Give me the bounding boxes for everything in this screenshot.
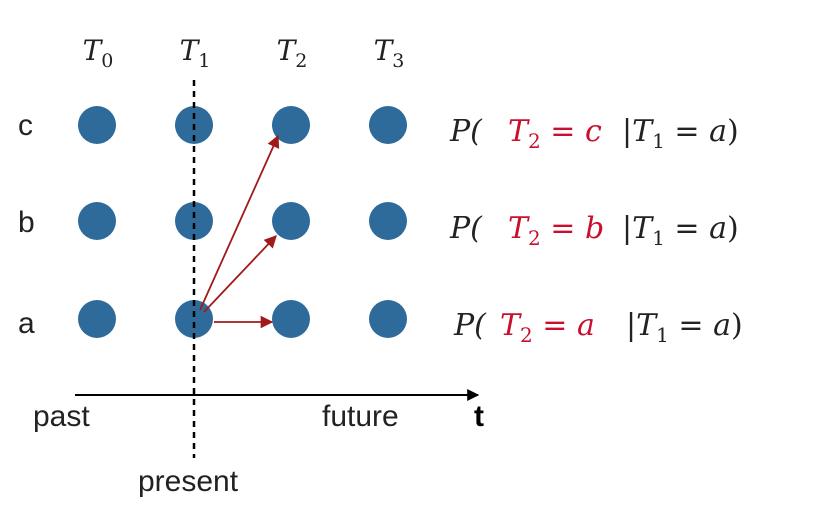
time-step-label-2: T2 bbox=[277, 34, 308, 72]
node-t2-c bbox=[272, 106, 310, 144]
present-label: present bbox=[138, 465, 239, 498]
arrow-a-to-c bbox=[199, 134, 280, 311]
probability-open-a: P( bbox=[453, 308, 487, 343]
node-t0-b bbox=[78, 202, 116, 240]
probability-target-b: T2 = b bbox=[508, 211, 604, 250]
time-step-label-0: T0 bbox=[83, 34, 114, 72]
node-t1-a bbox=[175, 300, 213, 338]
state-labels: c b a bbox=[18, 109, 35, 340]
time-step-headers: T0 T1 T2 T3 bbox=[83, 34, 405, 72]
node-t2-a bbox=[272, 300, 310, 338]
probability-expressions: P( T2 = c |T1 = a) P( T2 = b |T1 = a) P(… bbox=[449, 114, 743, 347]
node-t3-c bbox=[369, 106, 407, 144]
node-t2-b bbox=[272, 202, 310, 240]
state-nodes bbox=[78, 106, 407, 338]
probability-open-b: P( bbox=[449, 211, 483, 246]
probability-open-c: P( bbox=[449, 114, 483, 149]
future-label: future bbox=[322, 400, 399, 433]
time-step-label-1: T1 bbox=[180, 34, 211, 72]
probability-given-b: |T1 = a) bbox=[622, 211, 739, 250]
t-axis-label: t bbox=[474, 400, 484, 433]
probability-given-c: |T1 = a) bbox=[622, 114, 739, 153]
node-t0-c bbox=[78, 106, 116, 144]
past-label: past bbox=[33, 400, 90, 433]
node-t3-a bbox=[369, 300, 407, 338]
node-t1-b bbox=[175, 202, 213, 240]
state-label-b: b bbox=[18, 206, 35, 239]
state-label-c: c bbox=[18, 109, 33, 142]
transition-arrows bbox=[199, 134, 280, 329]
time-step-label-3: T3 bbox=[374, 34, 405, 72]
arrow-a-to-b bbox=[203, 235, 277, 313]
node-t3-b bbox=[369, 202, 407, 240]
probability-target-c: T2 = c bbox=[508, 114, 602, 153]
probability-given-a: |T1 = a) bbox=[626, 308, 743, 347]
state-label-a: a bbox=[18, 307, 35, 340]
probability-target-a: T2 = a bbox=[500, 308, 595, 347]
node-t0-a bbox=[78, 300, 116, 338]
